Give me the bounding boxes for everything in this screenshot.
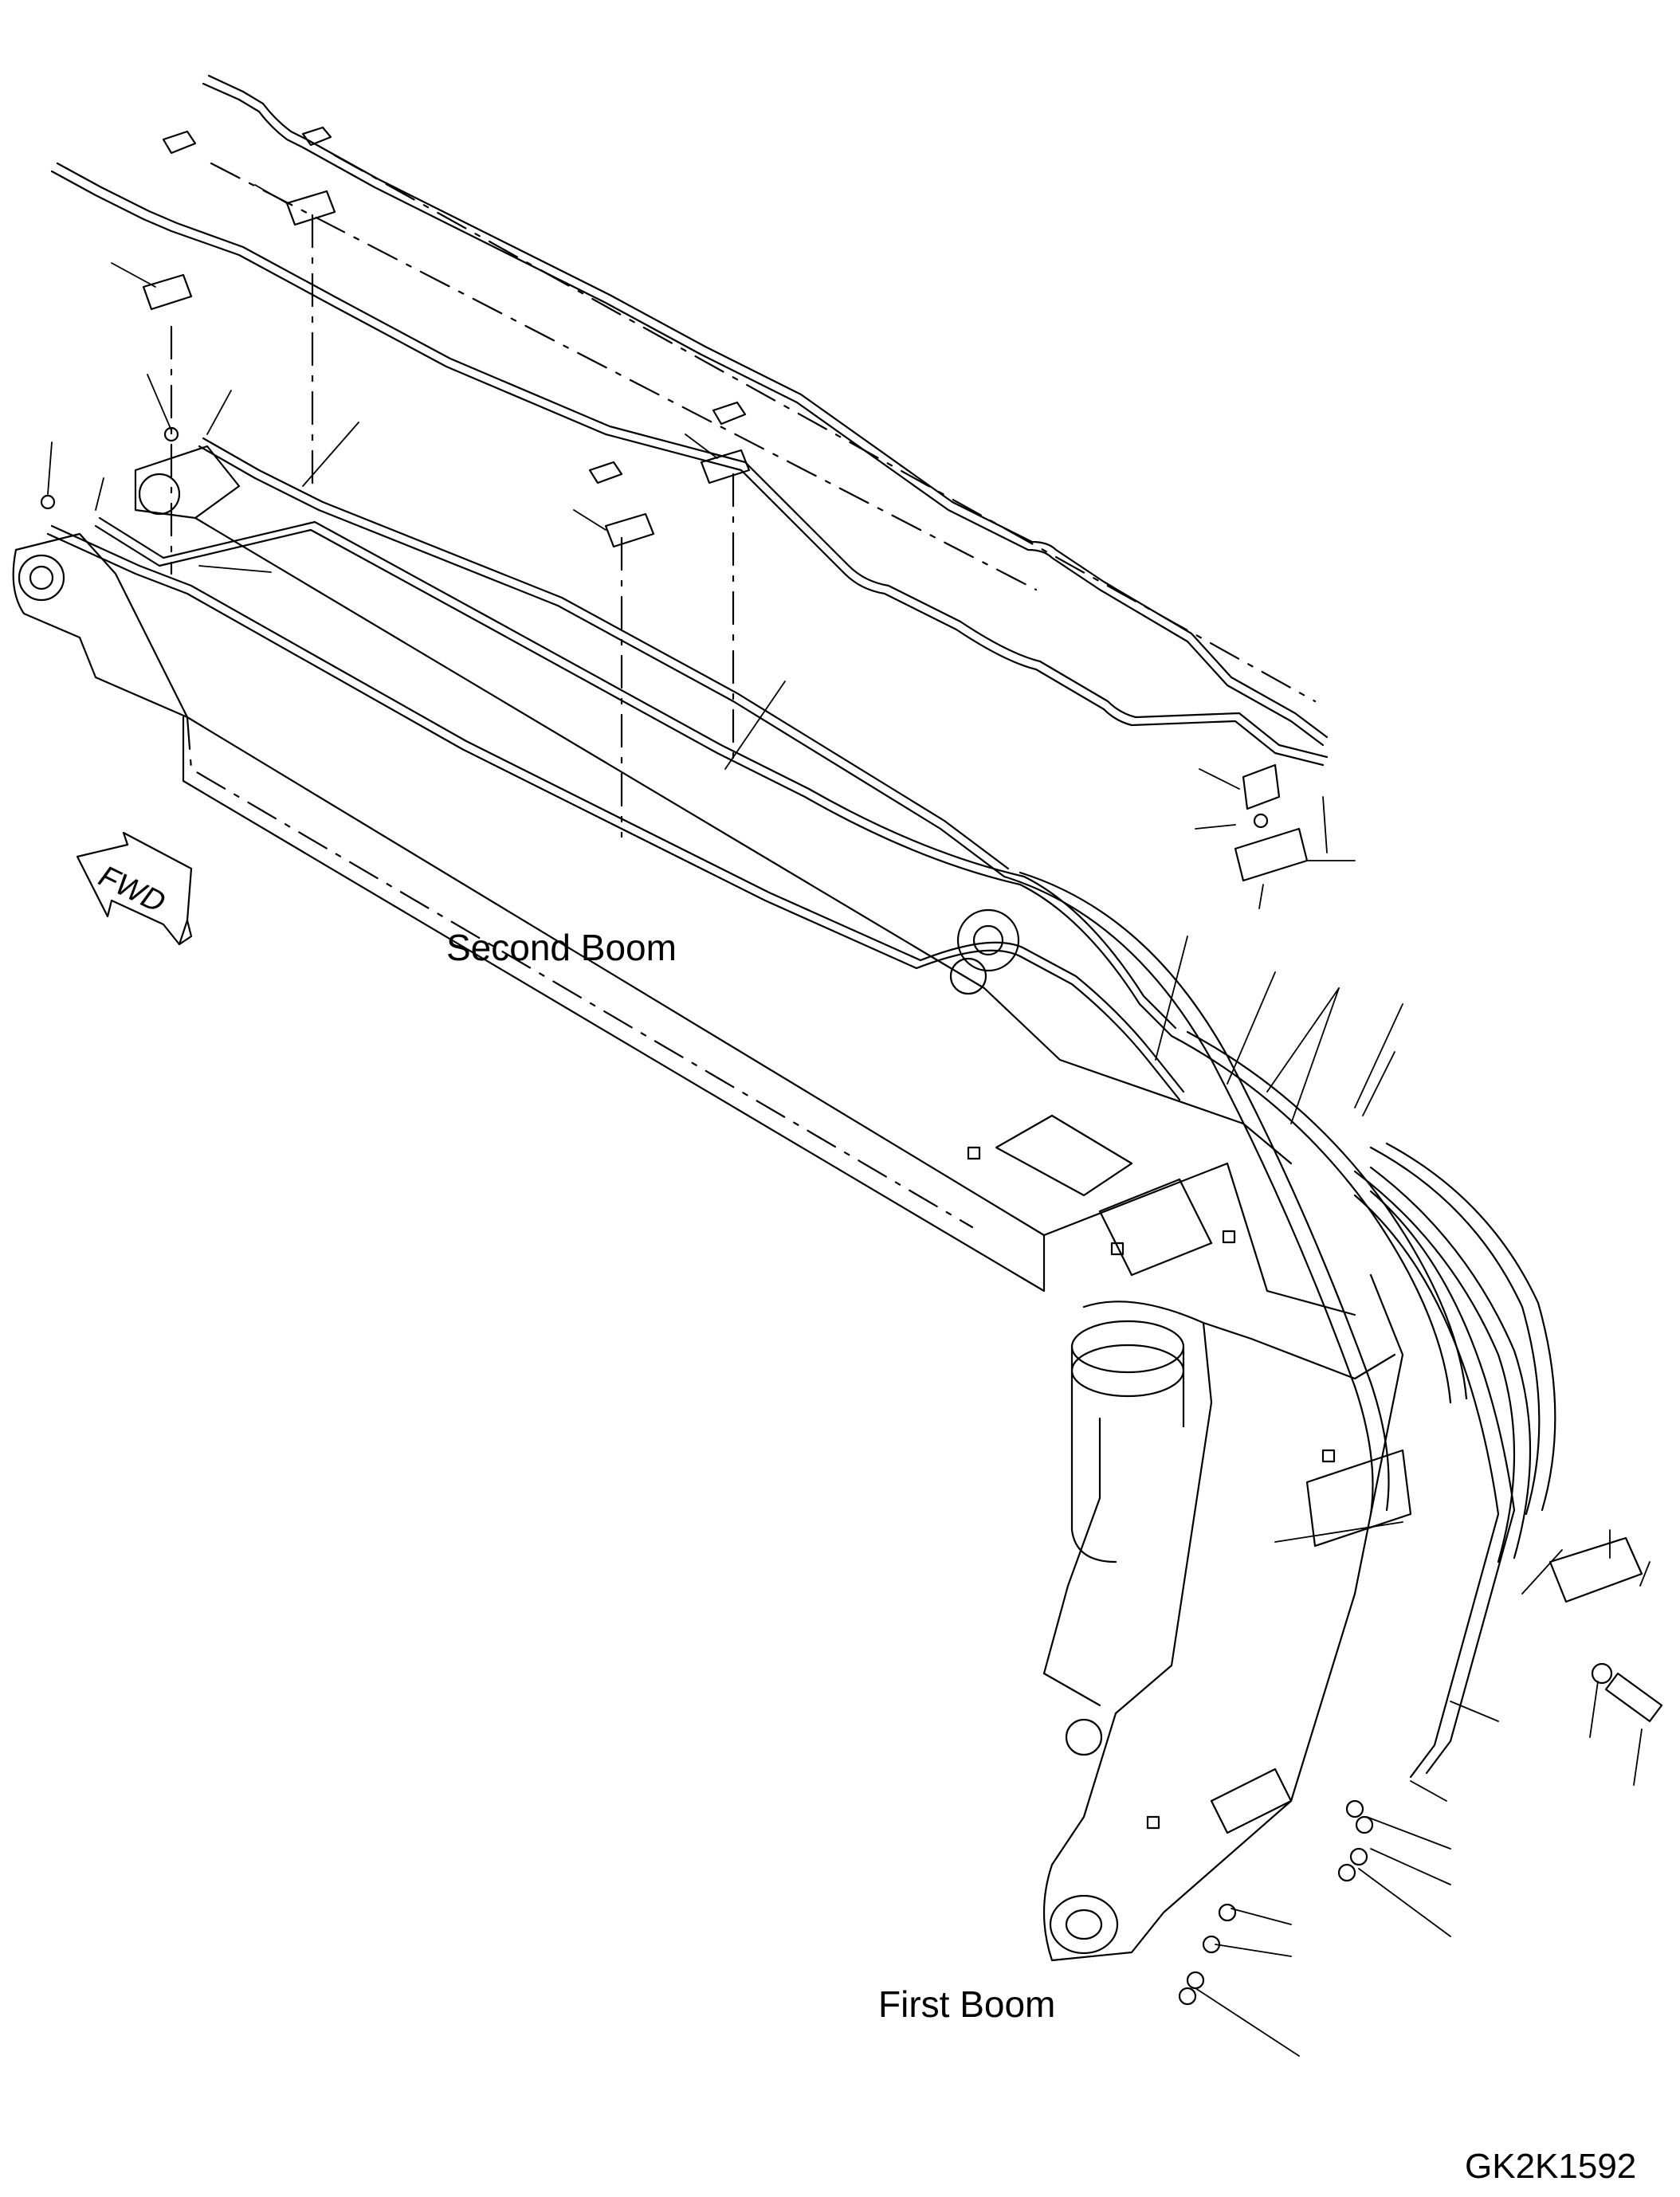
hose-bundle xyxy=(1003,871,1556,1779)
second-boom-label: Second Boom xyxy=(446,927,677,968)
projection-lines xyxy=(170,154,1317,838)
drawing-code: GK2K1592 xyxy=(1465,2147,1637,2186)
fwd-arrow-icon xyxy=(76,831,193,946)
upper-tube-front xyxy=(50,162,1329,767)
mounted-tubes xyxy=(46,437,1185,1101)
first-boom-label: First Boom xyxy=(878,1983,1056,2025)
leader-lines xyxy=(47,184,1651,2057)
upper-clamps xyxy=(142,126,751,548)
second-boom xyxy=(12,445,1356,1316)
first-boom xyxy=(1042,1273,1412,1962)
fittings xyxy=(40,426,1374,2006)
upper-tube-rear xyxy=(202,74,1329,747)
